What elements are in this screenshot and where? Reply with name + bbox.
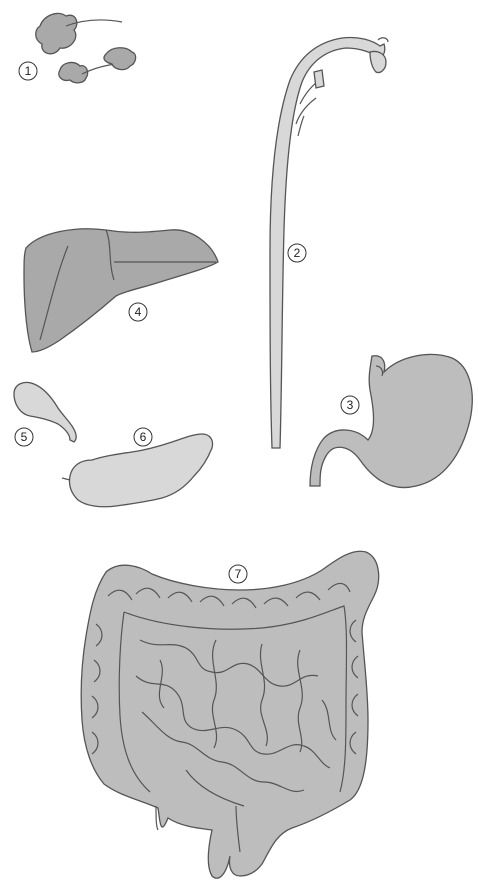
salivary-glands [36, 13, 136, 82]
label-badge-7: 7 [229, 565, 247, 583]
label-badge-5: 5 [15, 428, 33, 446]
label-number-3: 3 [347, 398, 354, 412]
liver [24, 229, 218, 352]
label-badge-3: 3 [341, 396, 359, 414]
label-number-5: 5 [21, 430, 28, 444]
label-badge-6: 6 [134, 428, 152, 446]
label-number-4: 4 [135, 305, 142, 319]
label-badge-2: 2 [288, 244, 306, 262]
label-number-2: 2 [294, 246, 301, 260]
label-number-1: 1 [25, 64, 32, 78]
intestines [81, 551, 378, 878]
stomach [310, 354, 472, 487]
pancreas [62, 434, 213, 507]
label-number-6: 6 [140, 430, 147, 444]
label-number-7: 7 [235, 567, 242, 581]
label-badge-4: 4 [129, 303, 147, 321]
label-badge-1: 1 [19, 62, 37, 80]
